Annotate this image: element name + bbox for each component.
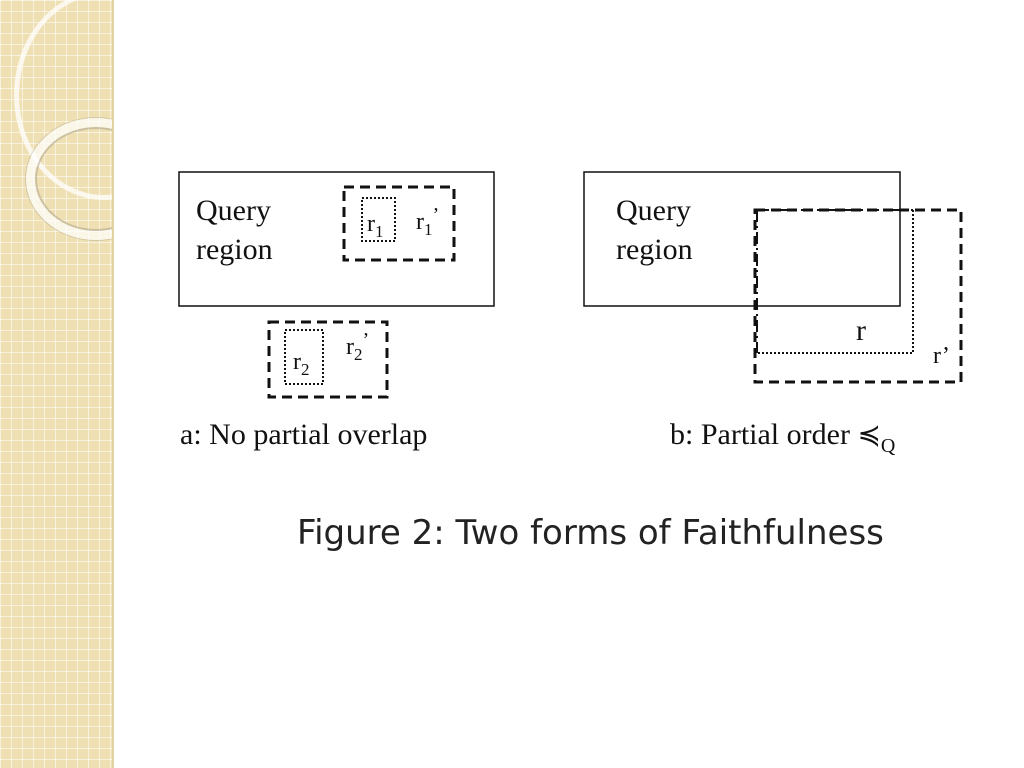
query-region-label-line1: Query — [616, 194, 691, 227]
region-r2-label: r2 — [293, 349, 310, 379]
region-r1-label: r1 — [367, 211, 384, 241]
region-r1-prime-label: r1’ — [416, 204, 439, 239]
region-r-prime-label: r’ — [933, 343, 950, 369]
query-region-box — [583, 171, 901, 307]
query-region-label-line2: region — [196, 233, 273, 266]
region-r-prime-box — [753, 208, 963, 384]
panel-b: Query region r r’ b: Partial order ≼Q — [583, 171, 963, 457]
region-r-label: r — [856, 314, 866, 347]
panel-a-caption: a: No partial overlap — [180, 418, 427, 451]
panel-a: Query region r1 r1’ r2 r2’ a: No partial… — [178, 171, 495, 451]
panel-b-caption: b: Partial order ≼Q — [670, 418, 896, 457]
sidebar-divider — [112, 0, 114, 768]
region-r2-prime-box — [267, 320, 389, 399]
region-r-dashdot-edge — [756, 209, 913, 353]
region-r1-box — [361, 197, 396, 242]
decorative-ring — [26, 118, 114, 240]
figure-caption: Figure 2: Two forms of Faithfulness — [297, 513, 884, 553]
decorative-sidebar — [0, 0, 114, 768]
query-region-label-line2: region — [616, 233, 693, 266]
region-r2-prime-label: r2’ — [346, 329, 369, 364]
query-region-label-line1: Query — [196, 194, 271, 227]
query-region-box — [178, 171, 495, 307]
region-r2-box — [284, 329, 324, 385]
region-r-dotted-edge — [757, 210, 914, 354]
region-r1-prime-box — [342, 185, 456, 262]
